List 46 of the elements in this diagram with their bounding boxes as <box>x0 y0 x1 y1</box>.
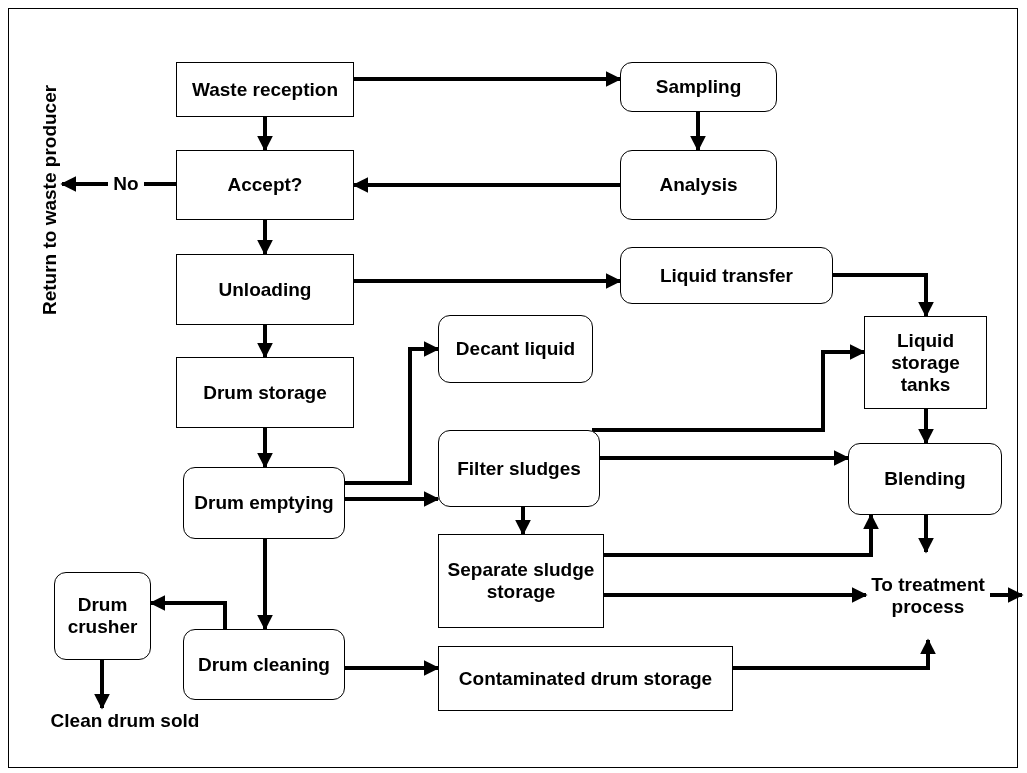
process-box: Unloading <box>176 254 354 325</box>
decision-box: Accept? <box>176 150 354 220</box>
arrow <box>990 587 1024 603</box>
arrow <box>94 660 110 710</box>
arrow <box>257 117 273 152</box>
destination-text: To treatment process <box>866 552 990 640</box>
storage-box: Contaminated drum storage <box>438 646 733 711</box>
process-box: Drum cleaning <box>183 629 345 700</box>
process-box: Waste reception <box>176 62 354 117</box>
process-box: Analysis <box>620 150 777 220</box>
arrow <box>515 507 531 536</box>
arrow <box>733 638 936 670</box>
arrow <box>345 341 440 485</box>
arrow <box>257 325 273 359</box>
arrow <box>604 587 868 603</box>
arrow <box>257 428 273 469</box>
outcome-text: No <box>108 172 144 196</box>
connector-line <box>144 182 176 186</box>
arrow <box>600 450 850 466</box>
process-box: Blending <box>848 443 1002 515</box>
process-box: Drum emptying <box>183 467 345 539</box>
storage-box: Separate sludge storage <box>438 534 604 628</box>
arrow <box>345 491 440 507</box>
arrow <box>592 344 866 432</box>
outcome-text: Clean drum sold <box>35 708 215 734</box>
arrow <box>604 513 879 557</box>
arrow <box>60 176 108 192</box>
arrow <box>257 220 273 256</box>
process-box: Liquid transfer <box>620 247 833 304</box>
process-box: Drum crusher <box>54 572 151 660</box>
process-box: Filter sludges <box>438 430 600 507</box>
process-box: Drum storage <box>176 357 354 428</box>
arrow <box>352 177 620 193</box>
arrow <box>690 112 706 152</box>
arrow <box>918 409 934 445</box>
arrow <box>257 539 273 631</box>
process-box: Decant liquid <box>438 315 593 383</box>
arrow <box>149 595 227 629</box>
arrow <box>833 273 934 318</box>
arrow <box>354 71 622 87</box>
outcome-text: Return to waste producer <box>38 62 62 338</box>
storage-box: Liquid storage tanks <box>864 316 987 409</box>
process-box: Sampling <box>620 62 777 112</box>
arrow <box>354 273 622 289</box>
arrow <box>345 660 440 676</box>
arrow <box>918 515 934 554</box>
